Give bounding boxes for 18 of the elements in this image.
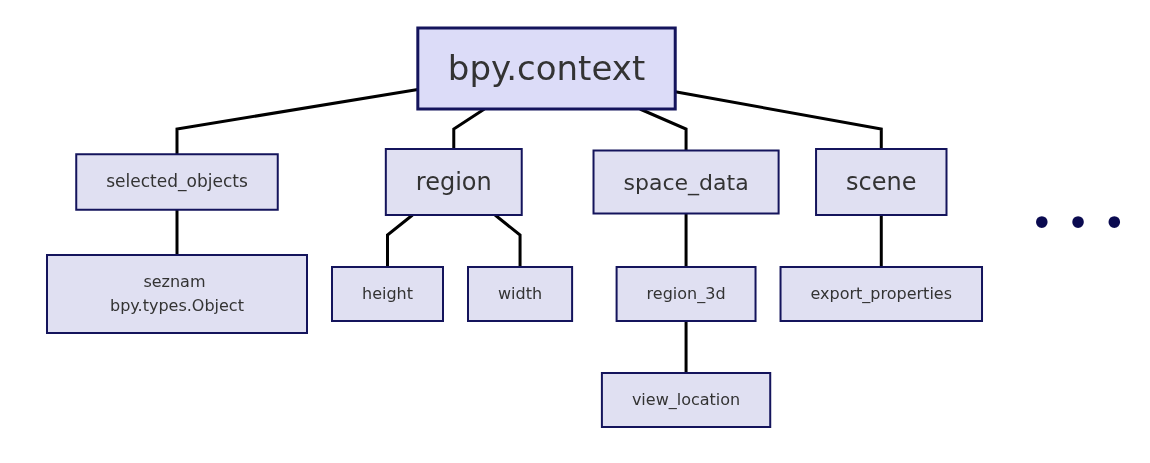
connector xyxy=(176,209,179,255)
connector xyxy=(176,88,419,155)
node-box: export_properties xyxy=(780,266,984,322)
connector xyxy=(675,90,884,149)
node-box: height xyxy=(331,266,445,322)
ellipsis-dots: • • • xyxy=(1030,200,1128,246)
node-box: scene xyxy=(815,148,948,216)
node-box: width xyxy=(467,266,574,322)
node-box: seznam bpy.types.Object xyxy=(46,254,309,334)
node-box: region xyxy=(385,148,524,216)
connector xyxy=(685,213,689,267)
node-box: space_data xyxy=(593,149,781,215)
connector xyxy=(685,321,689,373)
node-box: bpy.context xyxy=(416,26,678,111)
node-box: view_location xyxy=(601,372,772,428)
node-box: selected_objects xyxy=(75,153,280,211)
connector xyxy=(880,215,884,267)
node-box: region_3d xyxy=(616,266,757,322)
